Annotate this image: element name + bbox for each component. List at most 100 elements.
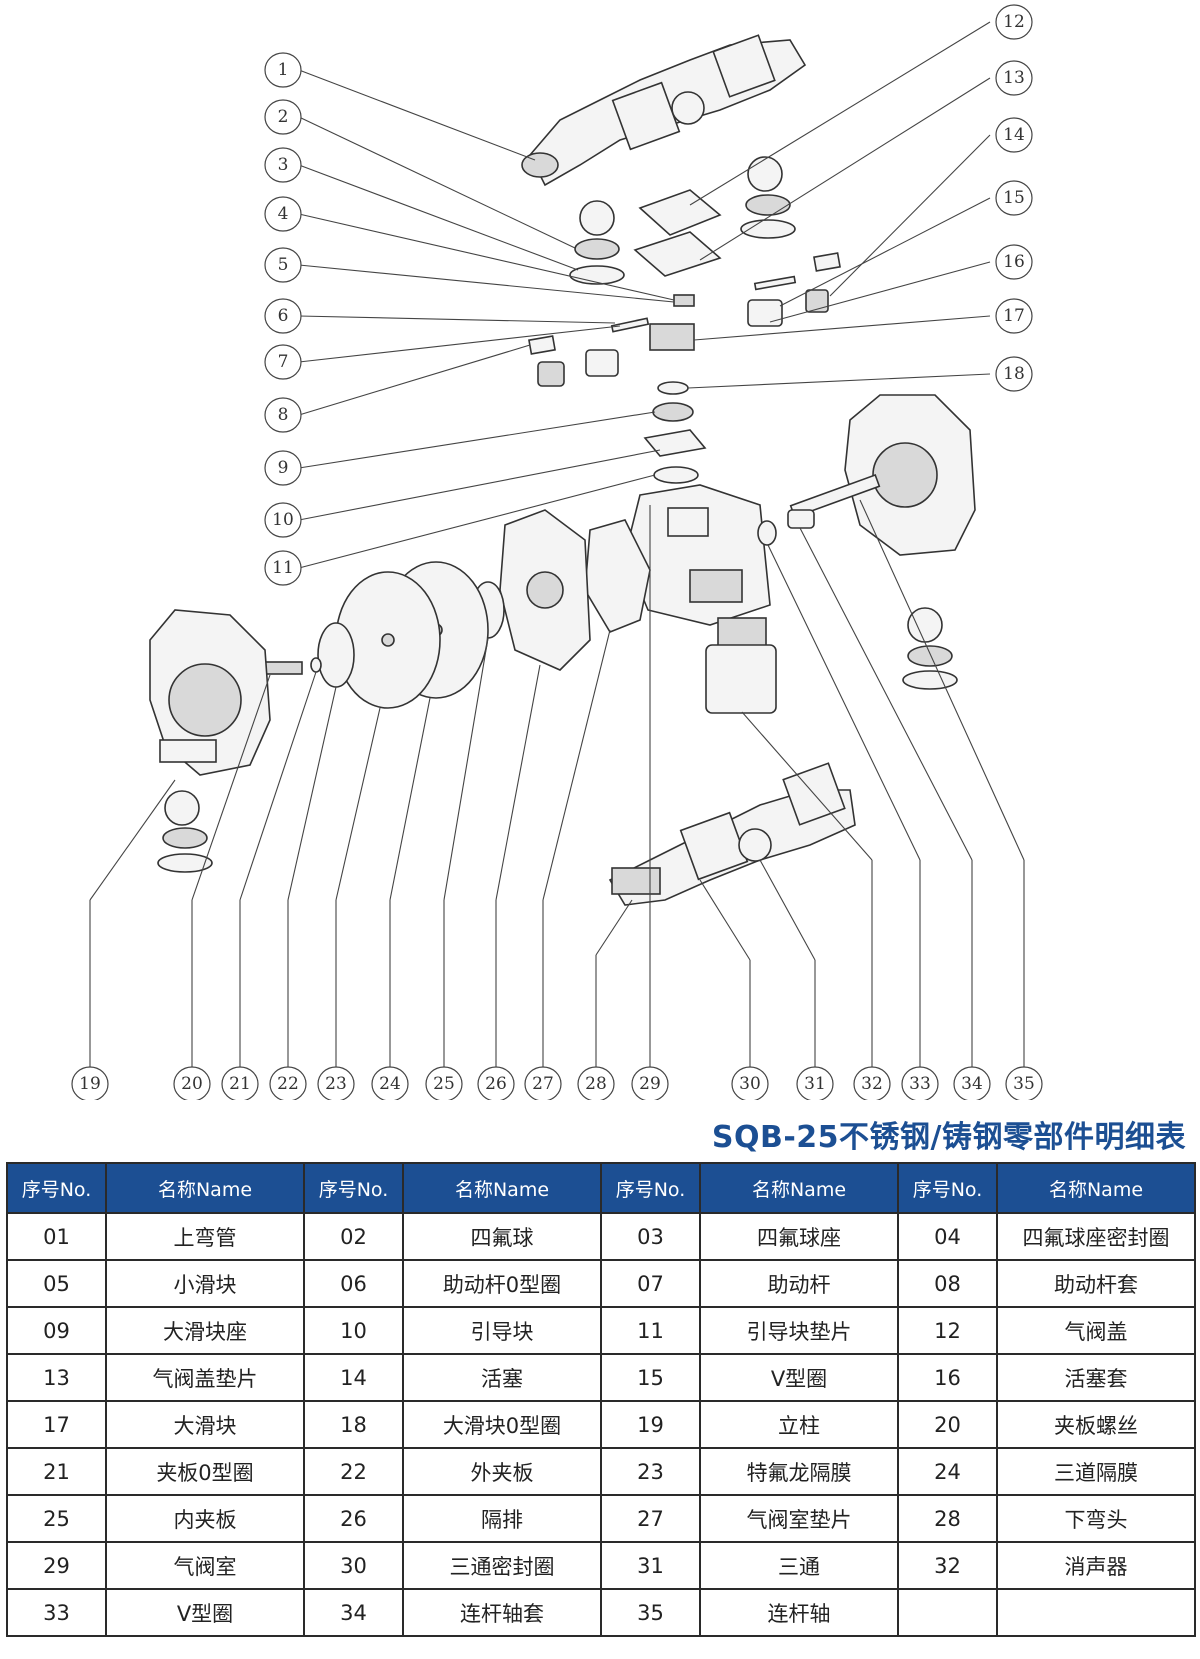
part-name-cell: 气阀盖 xyxy=(996,1306,1196,1355)
part-air-valve-chamber xyxy=(624,484,771,626)
part-name-cell: 气阀盖垫片 xyxy=(105,1353,305,1402)
part-number-cell: 12 xyxy=(897,1306,998,1355)
part-vring xyxy=(805,289,829,313)
part-name-cell: V型圈 xyxy=(699,1353,899,1402)
part-fluid-cover-right xyxy=(789,394,976,556)
callout-34: 34 xyxy=(953,1066,991,1100)
part-number-cell: 07 xyxy=(600,1259,701,1308)
svg-text:33: 33 xyxy=(909,1074,931,1094)
part-ball-seat-upper xyxy=(574,238,620,260)
svg-text:31: 31 xyxy=(804,1074,826,1094)
part-name-cell: 夹板0型圈 xyxy=(105,1447,305,1496)
part-name-cell: 上弯管 xyxy=(105,1212,305,1261)
part-name-cell: 特氟龙隔膜 xyxy=(699,1447,899,1496)
part-number-cell: 17 xyxy=(6,1400,107,1449)
svg-text:24: 24 xyxy=(379,1074,401,1094)
callout-26: 26 xyxy=(477,1066,515,1100)
part-number-cell: 25 xyxy=(6,1494,107,1543)
callout-28: 28 xyxy=(577,1066,615,1100)
part-name-cell: 活塞 xyxy=(402,1353,602,1402)
header-no: 序号No. xyxy=(897,1162,998,1214)
part-guide-block xyxy=(643,429,707,457)
callout-31: 31 xyxy=(796,1066,834,1100)
part-name-cell xyxy=(996,1588,1196,1637)
svg-text:13: 13 xyxy=(1003,68,1025,88)
svg-text:9: 9 xyxy=(278,458,289,478)
svg-text:28: 28 xyxy=(585,1074,607,1094)
part-name-cell: 引导块 xyxy=(402,1306,602,1355)
part-name-cell: 内夹板 xyxy=(105,1494,305,1543)
svg-text:20: 20 xyxy=(181,1074,203,1094)
callout-29: 29 xyxy=(631,1066,669,1100)
part-ball-seat-upper-right xyxy=(745,194,791,216)
svg-text:35: 35 xyxy=(1013,1074,1035,1094)
part-number-cell: 32 xyxy=(897,1541,998,1590)
callout-4: 4 xyxy=(264,196,302,232)
header-name: 名称Name xyxy=(105,1162,305,1214)
part-lower-manifold xyxy=(608,762,856,906)
svg-text:7: 7 xyxy=(278,352,289,372)
header-name: 名称Name xyxy=(996,1162,1196,1214)
part-name-cell: 四氟球座 xyxy=(699,1212,899,1261)
part-number-cell: 34 xyxy=(303,1588,404,1637)
svg-text:5: 5 xyxy=(278,255,289,275)
callout-5: 5 xyxy=(264,247,302,283)
part-number-cell: 14 xyxy=(303,1353,404,1402)
part-name-cell: 活塞套 xyxy=(996,1353,1196,1402)
svg-text:26: 26 xyxy=(485,1074,507,1094)
part-guide-gasket xyxy=(653,466,699,484)
svg-text:1: 1 xyxy=(278,60,289,80)
part-seat-seal-upper xyxy=(569,265,625,285)
part-number-cell: 26 xyxy=(303,1494,404,1543)
exploded-view-diagram: 1 2 3 4 5 6 7 8 9 10 11 12 13 14 15 16 1… xyxy=(71,4,1043,1100)
leader-lines xyxy=(89,21,1025,1068)
part-number-cell: 01 xyxy=(6,1212,107,1261)
svg-text:15: 15 xyxy=(1003,188,1025,208)
svg-text:27: 27 xyxy=(532,1074,554,1094)
part-number-cell: 21 xyxy=(6,1447,107,1496)
svg-text:22: 22 xyxy=(277,1074,299,1094)
callout-17: 17 xyxy=(995,298,1033,334)
part-pilot-rod-right xyxy=(753,275,797,291)
part-piston xyxy=(585,349,619,377)
part-number-cell: 29 xyxy=(6,1541,107,1590)
svg-text:10: 10 xyxy=(272,510,294,530)
part-seat-seal-left xyxy=(157,853,213,873)
part-name-cell: 三通密封圈 xyxy=(402,1541,602,1590)
header-no: 序号No. xyxy=(6,1162,107,1214)
part-name-cell: 四氟球座密封圈 xyxy=(996,1212,1196,1261)
callout-12: 12 xyxy=(995,4,1033,40)
part-rod-vring xyxy=(757,520,777,546)
part-number-cell: 24 xyxy=(897,1447,998,1496)
svg-text:6: 6 xyxy=(278,306,289,326)
part-number-cell: 16 xyxy=(897,1353,998,1402)
callout-20: 20 xyxy=(173,1066,211,1100)
svg-text:11: 11 xyxy=(272,558,294,578)
callout-6: 6 xyxy=(264,298,302,334)
part-number-cell: 02 xyxy=(303,1212,404,1261)
part-ball-left xyxy=(164,790,200,826)
callout-13: 13 xyxy=(995,60,1033,96)
part-number-cell: 31 xyxy=(600,1541,701,1590)
part-small-slider xyxy=(673,294,695,307)
callout-25: 25 xyxy=(425,1066,463,1100)
svg-text:17: 17 xyxy=(1003,306,1025,326)
part-name-cell: 小滑块 xyxy=(105,1259,305,1308)
callout-22: 22 xyxy=(269,1066,307,1100)
callout-1: 1 xyxy=(264,52,302,88)
part-pilot-rod xyxy=(610,317,650,333)
parts-table-title: SQB-25不锈钢/铸钢零部件明细表 xyxy=(711,1120,1186,1155)
part-number-cell: 33 xyxy=(6,1588,107,1637)
part-number-cell: 10 xyxy=(303,1306,404,1355)
svg-text:2: 2 xyxy=(278,107,289,127)
header-name: 名称Name xyxy=(699,1162,899,1214)
part-name-cell: 连杆轴 xyxy=(699,1588,899,1637)
part-number-cell: 09 xyxy=(6,1306,107,1355)
part-number-cell: 04 xyxy=(897,1212,998,1261)
svg-text:32: 32 xyxy=(861,1074,883,1094)
svg-text:14: 14 xyxy=(1003,125,1025,145)
part-rod-sleeve xyxy=(787,509,815,529)
